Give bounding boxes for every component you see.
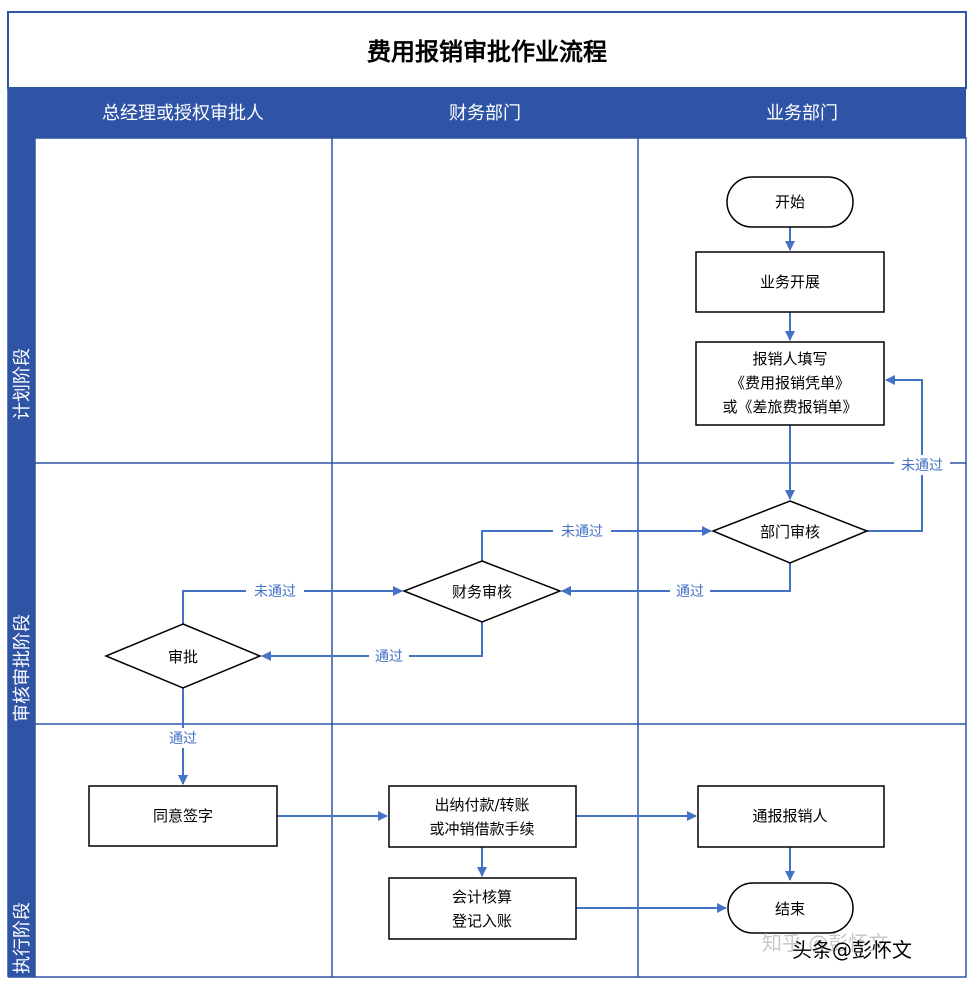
node-end-label: 结束 (775, 900, 805, 918)
edge-finance-fail-to-dept (481, 526, 712, 561)
node-fill-form-line1: 报销人填写 (752, 350, 827, 368)
title-box (7, 11, 967, 89)
node-cashier-line1: 出纳付款/转账 (434, 796, 529, 814)
lane-header-manager: 总经理或授权审批人 (102, 103, 264, 124)
node-notify-label: 通报报销人 (752, 807, 827, 825)
lane-header-business: 业务部门 (766, 103, 838, 124)
node-fill-form-line3: 或《差旅费报销单》 (722, 398, 857, 416)
node-start: 开始 (726, 176, 854, 228)
node-business-label: 业务开展 (760, 273, 820, 291)
edge-label-dept-fail: 未通过 (901, 458, 943, 474)
phase-label-review: 审核审批阶段 (12, 614, 33, 722)
node-finance-review-label: 财务审核 (452, 583, 512, 601)
node-fill-form-line2: 《费用报销凭单》 (730, 374, 850, 392)
edge-approve-fail-to-finance (182, 586, 403, 624)
phase-column (8, 88, 35, 977)
phase-label-plan: 计划阶段 (12, 348, 33, 420)
node-approve-label: 审批 (168, 648, 198, 666)
node-cashier: 出纳付款/转账 或冲销借款手续 (388, 785, 577, 848)
node-approve: 审批 (104, 623, 262, 689)
lane-header-finance: 财务部门 (449, 103, 521, 124)
edge-dept-pass-to-finance (561, 563, 791, 596)
edge-label-dept-pass: 通过 (676, 584, 704, 600)
grid-lines (7, 88, 967, 978)
node-start-label: 开始 (775, 193, 805, 211)
watermark-main: 头条@彭怀文 (792, 938, 912, 962)
node-cashier-line2: 或冲销借款手续 (429, 820, 534, 838)
node-accounting-line1: 会计核算 (452, 888, 512, 906)
node-fill-form: 报销人填写 《费用报销凭单》 或《差旅费报销单》 (695, 341, 885, 426)
node-accounting: 会计核算 登记入账 (388, 877, 577, 940)
node-dept-review-label: 部门审核 (760, 523, 820, 541)
edge-label-finance-pass: 通过 (375, 649, 403, 665)
edge-label-finance-fail: 未通过 (561, 524, 603, 540)
node-agree-sign: 同意签字 (88, 785, 278, 847)
phase-label-execute: 执行阶段 (12, 902, 33, 974)
node-finance-review: 财务审核 (401, 560, 563, 623)
node-dept-review: 部门审核 (710, 500, 870, 564)
edge-label-approve-fail: 未通过 (254, 584, 296, 600)
node-agree-sign-label: 同意签字 (153, 807, 213, 825)
node-accounting-line2: 登记入账 (452, 912, 512, 930)
edge-label-approve-pass: 通过 (169, 731, 197, 747)
diagram-title: 费用报销审批作业流程 (367, 38, 607, 66)
node-end: 结束 (727, 882, 854, 934)
node-notify: 通报报销人 (697, 785, 885, 848)
node-business: 业务开展 (695, 251, 885, 313)
edge-finance-pass-to-approve (261, 622, 483, 661)
lane-header-band (8, 88, 966, 138)
watermark-faint: 知乎 @彭怀文 (762, 931, 888, 955)
